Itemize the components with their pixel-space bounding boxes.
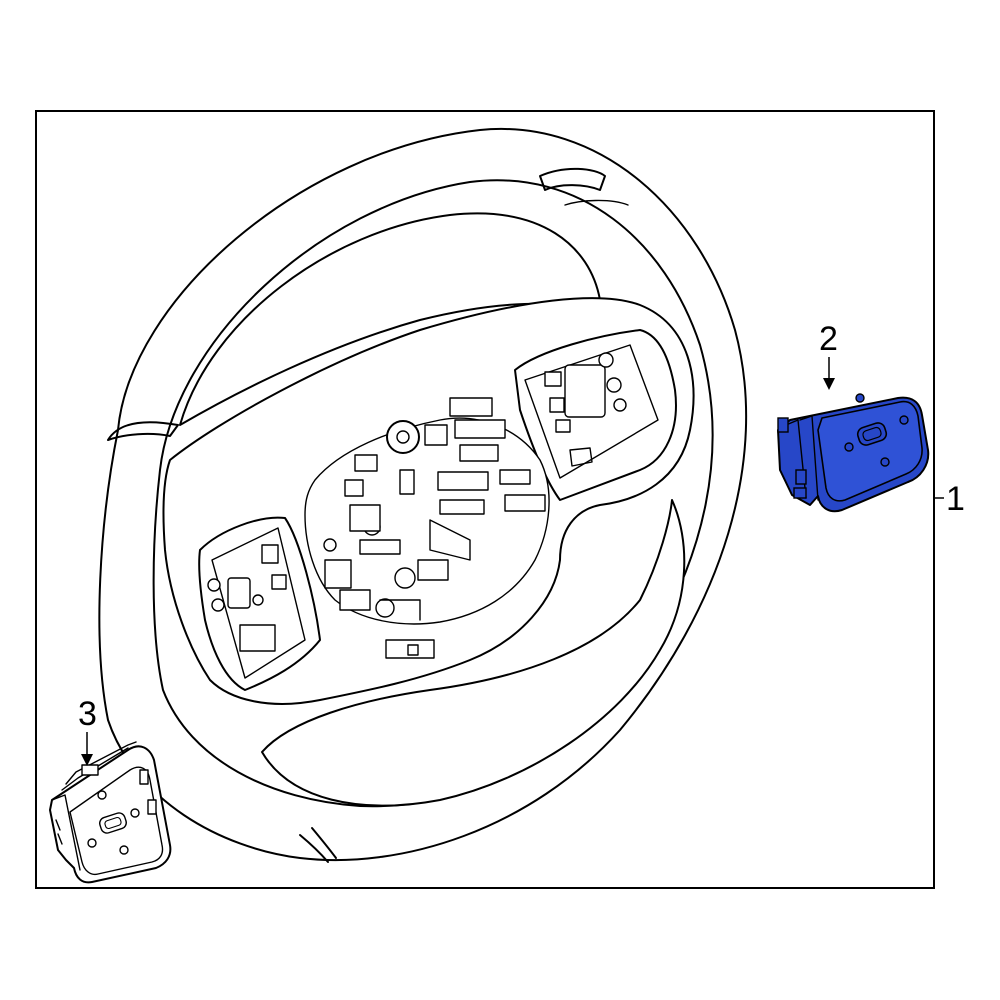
callout-3: 3	[78, 695, 97, 766]
steering-wheel	[98, 127, 748, 863]
arrowhead-icon	[823, 378, 835, 390]
hub-mechanism	[304, 397, 550, 659]
callout-2: 2	[819, 320, 838, 390]
callout-label-2: 2	[819, 320, 838, 358]
callout-label-1: 1	[946, 480, 965, 518]
switch-assembly-highlighted	[777, 393, 930, 513]
callout-label-3: 3	[78, 695, 97, 733]
switch-assembly	[49, 741, 172, 884]
callout-1: 1	[934, 480, 965, 518]
arrowhead-icon	[81, 754, 93, 766]
diagram-frame	[35, 110, 935, 889]
